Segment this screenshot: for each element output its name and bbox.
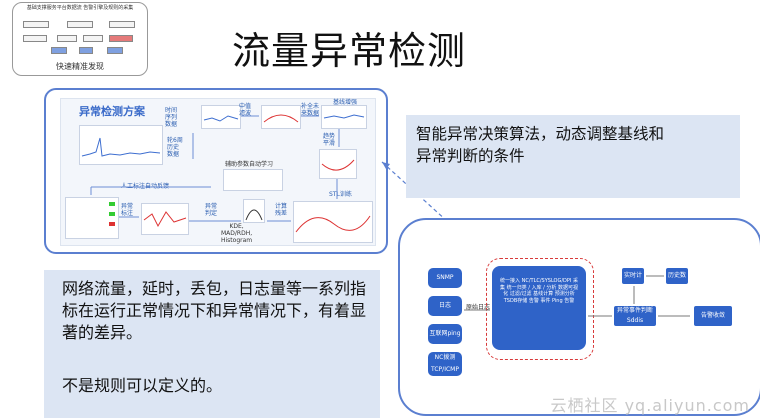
- diagram-arrows: [90, 115, 340, 222]
- metrics-note: 网络流量，延时，丢包，日志量等一系列指标在运行正常情况下和异常情况下，有着显著的…: [44, 270, 380, 418]
- thumb-box: [51, 47, 67, 54]
- label-baseline: 基线增强: [333, 99, 358, 106]
- smooth-chart: [321, 105, 367, 129]
- thumbnail-top-text: 基础支撑服务平台数据流 告警引擎及规则的采集: [26, 5, 134, 11]
- thumb-box: [67, 21, 93, 28]
- label-stl: STL训练: [329, 191, 352, 198]
- node-event: 异常事件判断 Sddis: [614, 306, 656, 326]
- source-nc: NC拨测 TCP/ICMP: [428, 352, 462, 376]
- anomaly-chart: [141, 203, 189, 235]
- node-alert: 告警收敛: [694, 306, 732, 326]
- label-smooth: 趋势 平滑: [323, 133, 336, 147]
- thumb-box: [23, 21, 49, 28]
- label-params: 辅助参数自动学习: [225, 161, 274, 168]
- thumb-box: [109, 35, 133, 42]
- source-log: 日志: [428, 296, 462, 316]
- arrow-label: 原始日志: [466, 304, 491, 311]
- param-table: [223, 169, 283, 191]
- label-list: [65, 197, 119, 239]
- anomaly-detection-diagram: 异常检测方案 时间 序列 数: [44, 88, 388, 254]
- rules-statement: 不是规则可以定义的。: [62, 376, 223, 395]
- thumb-box: [57, 35, 77, 42]
- thumb-box: [79, 47, 93, 54]
- thumbnail-diagram: 基础支撑服务平台数据流 告警引擎及规则的采集 快速精准发现: [12, 2, 148, 76]
- diagram-title: 异常检测方案: [79, 105, 145, 118]
- label-mark: 异常 标注: [121, 203, 134, 217]
- page-title: 流量异常检测: [232, 29, 467, 73]
- processing-text: 统一接入 NC/TLC/SYSLOG/DPI 采集 统一归类 / 入库 / 分析…: [500, 278, 578, 304]
- trend-chart: [319, 149, 357, 179]
- label-kde: KDE, MAD/RDH, Histogram: [221, 223, 253, 244]
- label-judge: 异常 判定: [205, 203, 218, 217]
- label-history: 轮6周 历史 数据: [167, 137, 183, 158]
- thumb-box: [23, 35, 47, 42]
- node-realtime: 实时计算: [622, 268, 644, 295]
- fill-chart: [261, 105, 301, 129]
- diagram-canvas: 异常检测方案 时间 序列 数: [60, 98, 376, 246]
- label-median: 中值 滤波: [239, 103, 252, 117]
- dashed-connector: [381, 161, 493, 263]
- watermark: 云栖社区 yq.aliyun.com: [550, 396, 750, 415]
- note-line-1: 智能异常决策算法，动态调整基线和: [416, 125, 665, 143]
- thumbnail-bottom-text: 快速精准发现: [56, 62, 104, 71]
- thumb-box: [83, 35, 103, 42]
- label-residual: 计算 残差: [275, 203, 288, 217]
- label-fill: 补全未 来数据: [301, 103, 320, 117]
- label-series: 时间 序列 数据: [165, 107, 178, 128]
- note-line-2: 异常判断的条件: [416, 147, 525, 165]
- algorithm-note: 智能异常决策算法，动态调整基线和异常判断的条件: [406, 115, 740, 198]
- thumb-box: [107, 47, 123, 54]
- detection-flow-panel: SNMP 日志 互联网ping测 NC拨测 TCP/ICMP 原始日志 统一接入…: [398, 218, 760, 416]
- processing-ring: [486, 258, 594, 360]
- flow-arrows: [464, 275, 690, 317]
- stl-chart: [293, 201, 373, 243]
- metrics-description: 网络流量，延时，丢包，日志量等一系列指标在运行正常情况下和异常情况下，有着显著的…: [62, 279, 367, 342]
- node-history: 历史数据: [666, 268, 688, 295]
- thumb-box: [109, 21, 135, 28]
- timeseries-chart: [79, 125, 163, 165]
- source-snmp: SNMP: [428, 268, 462, 288]
- processing-store: 统一接入 NC/TLC/SYSLOG/DPI 采集 统一归类 / 入库 / 分析…: [492, 266, 586, 350]
- filter-chart: [201, 105, 241, 129]
- kde-chart: [243, 199, 265, 223]
